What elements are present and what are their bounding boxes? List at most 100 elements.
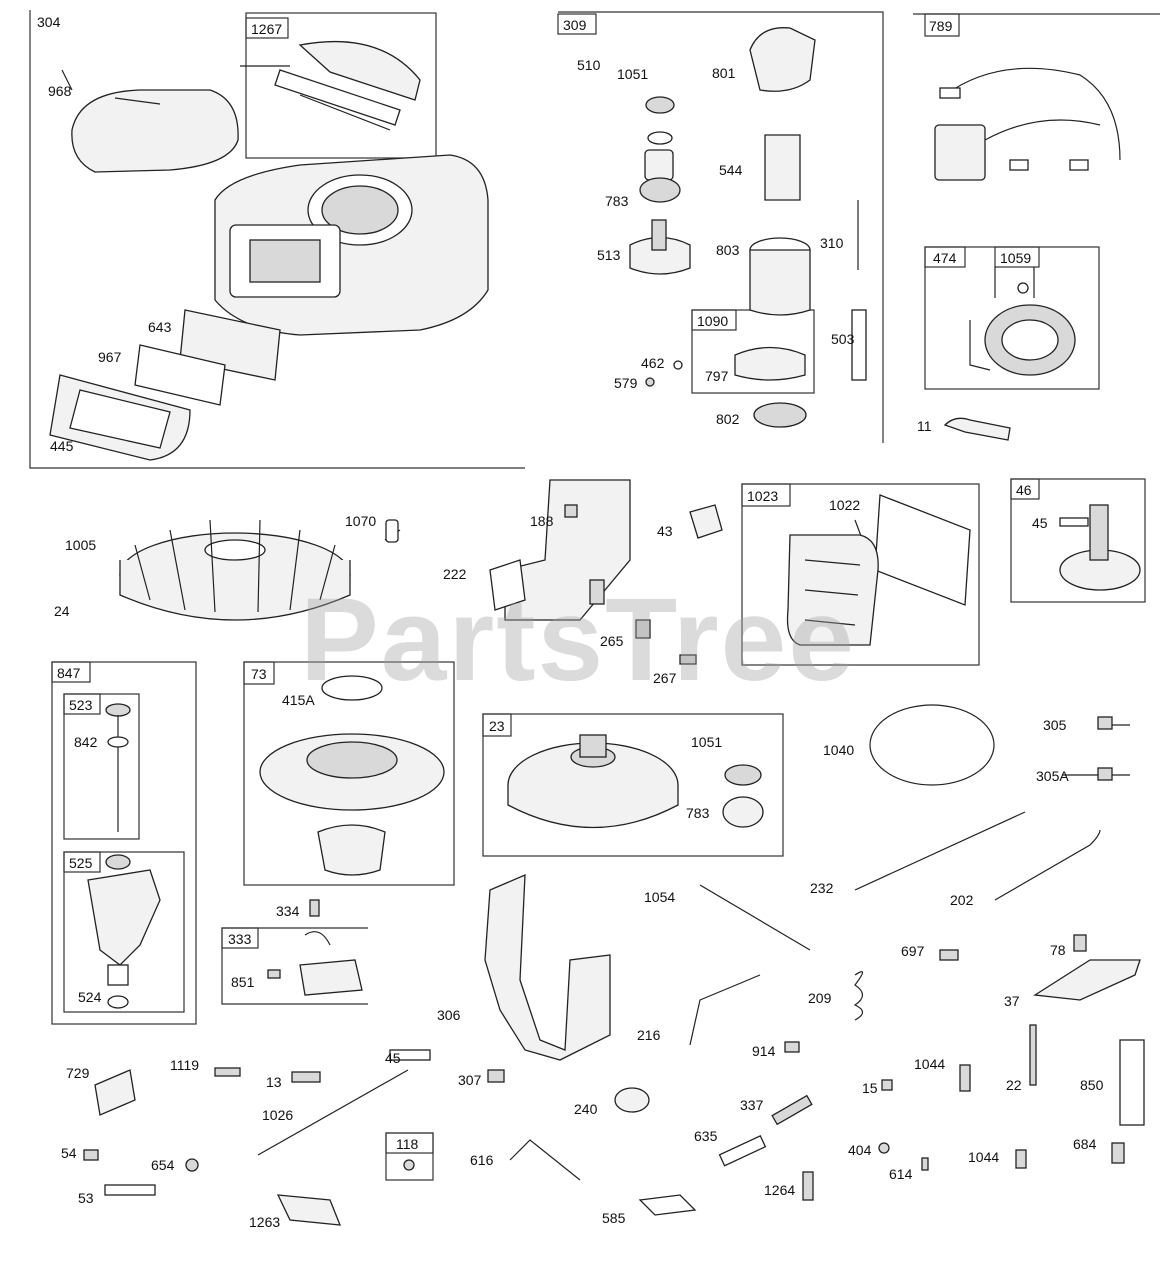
callout-445[interactable]: 445 xyxy=(50,438,74,454)
callout-306[interactable]: 306 xyxy=(437,1007,461,1023)
callout-524[interactable]: 524 xyxy=(78,989,102,1005)
callout-24[interactable]: 24 xyxy=(54,603,70,619)
callout-37[interactable]: 37 xyxy=(1004,993,1020,1009)
group-525-label[interactable]: 525 xyxy=(69,855,93,871)
callout-13[interactable]: 13 xyxy=(266,1074,282,1090)
callout-801[interactable]: 801 xyxy=(712,65,736,81)
group-23-label[interactable]: 23 xyxy=(489,718,505,734)
callout-54[interactable]: 54 xyxy=(61,1145,77,1161)
group-474-label[interactable]: 474 xyxy=(933,250,957,266)
bolt-1070 xyxy=(385,519,399,543)
callout-404[interactable]: 404 xyxy=(848,1142,872,1158)
group-1059-label[interactable]: 1059 xyxy=(1000,250,1032,266)
group-1023-label[interactable]: 1023 xyxy=(747,488,779,504)
callout-1054[interactable]: 1054 xyxy=(644,889,676,905)
callout-1040[interactable]: 1040 xyxy=(823,742,855,758)
callout-188[interactable]: 188 xyxy=(530,513,554,529)
callout-616[interactable]: 616 xyxy=(470,1152,494,1168)
group-46-frame xyxy=(1010,478,1146,603)
group-304-label[interactable]: 304 xyxy=(37,14,61,30)
callout-585[interactable]: 585 xyxy=(602,1210,626,1226)
callout-240[interactable]: 240 xyxy=(574,1101,598,1117)
callout-267[interactable]: 267 xyxy=(653,670,677,686)
callout-310[interactable]: 310 xyxy=(820,235,844,251)
callout-1005[interactable]: 1005 xyxy=(65,537,97,553)
callout-643[interactable]: 643 xyxy=(148,319,172,335)
bracket-729 xyxy=(94,1069,136,1116)
callout-802[interactable]: 802 xyxy=(716,411,740,427)
group-523-label[interactable]: 523 xyxy=(69,697,93,713)
callout-544[interactable]: 544 xyxy=(719,162,743,178)
group-23-frame xyxy=(482,713,784,857)
callout-222[interactable]: 222 xyxy=(443,566,467,582)
callout-78[interactable]: 78 xyxy=(1050,942,1066,958)
clip-265 xyxy=(635,619,651,639)
callout-22[interactable]: 22 xyxy=(1006,1077,1022,1093)
group-1267-label[interactable]: 1267 xyxy=(251,21,283,37)
callout-783-b[interactable]: 783 xyxy=(686,805,710,821)
group-333-label[interactable]: 333 xyxy=(228,931,252,947)
callout-803[interactable]: 803 xyxy=(716,242,740,258)
callout-614[interactable]: 614 xyxy=(889,1166,913,1182)
tube-850 xyxy=(1119,1039,1145,1126)
callout-11[interactable]: 11 xyxy=(917,418,932,434)
callout-15[interactable]: 15 xyxy=(862,1080,878,1096)
callout-45-b[interactable]: 45 xyxy=(385,1050,401,1066)
callout-697[interactable]: 697 xyxy=(901,943,925,959)
callout-967[interactable]: 967 xyxy=(98,349,122,365)
group-309-label[interactable]: 309 xyxy=(563,17,587,33)
callout-729[interactable]: 729 xyxy=(66,1065,90,1081)
callout-232[interactable]: 232 xyxy=(810,880,834,896)
callout-53[interactable]: 53 xyxy=(78,1190,94,1206)
group-847-label[interactable]: 847 xyxy=(57,665,81,681)
callout-202[interactable]: 202 xyxy=(950,892,974,908)
callout-462[interactable]: 462 xyxy=(641,355,665,371)
callout-684[interactable]: 684 xyxy=(1073,1136,1097,1152)
callout-305a[interactable]: 305A xyxy=(1036,768,1069,784)
callout-1026[interactable]: 1026 xyxy=(262,1107,294,1123)
callout-579[interactable]: 579 xyxy=(614,375,638,391)
group-frames xyxy=(29,10,1160,1181)
callout-1044[interactable]: 1044 xyxy=(914,1056,946,1072)
group-46-label[interactable]: 46 xyxy=(1016,482,1032,498)
callout-216[interactable]: 216 xyxy=(637,1027,661,1043)
screw-334 xyxy=(309,899,320,917)
callout-510[interactable]: 510 xyxy=(577,57,601,73)
bolt-1119 xyxy=(214,1067,241,1077)
callout-45[interactable]: 45 xyxy=(1032,515,1048,531)
callout-914[interactable]: 914 xyxy=(752,1043,776,1059)
callout-1263[interactable]: 1263 xyxy=(249,1214,281,1230)
callout-968[interactable]: 968 xyxy=(48,83,72,99)
callout-305[interactable]: 305 xyxy=(1043,717,1067,733)
callout-783[interactable]: 783 xyxy=(605,193,629,209)
group-1090-label[interactable]: 1090 xyxy=(697,313,729,329)
group-789-label[interactable]: 789 xyxy=(929,18,953,34)
bolt-45 xyxy=(389,1049,431,1061)
callout-851[interactable]: 851 xyxy=(231,974,255,990)
callout-415a[interactable]: 415A xyxy=(282,692,315,708)
callout-334[interactable]: 334 xyxy=(276,903,300,919)
callout-1044-b[interactable]: 1044 xyxy=(968,1149,1000,1165)
callout-635[interactable]: 635 xyxy=(694,1128,718,1144)
callout-513[interactable]: 513 xyxy=(597,247,621,263)
callout-337[interactable]: 337 xyxy=(740,1097,764,1113)
callout-850[interactable]: 850 xyxy=(1080,1077,1104,1093)
callout-1264[interactable]: 1264 xyxy=(764,1182,796,1198)
callout-307[interactable]: 307 xyxy=(458,1072,482,1088)
callout-654[interactable]: 654 xyxy=(151,1157,175,1173)
callout-209[interactable]: 209 xyxy=(808,990,832,1006)
callout-43[interactable]: 43 xyxy=(657,523,673,539)
group-118-label[interactable]: 118 xyxy=(396,1136,419,1152)
callout-1051[interactable]: 1051 xyxy=(617,66,649,82)
callout-265[interactable]: 265 xyxy=(600,633,624,649)
callout-1022[interactable]: 1022 xyxy=(829,497,861,513)
callout-1070[interactable]: 1070 xyxy=(345,513,377,529)
group-73-label[interactable]: 73 xyxy=(251,666,267,682)
tie-1054 xyxy=(699,884,811,951)
callout-503[interactable]: 503 xyxy=(831,331,855,347)
callout-797[interactable]: 797 xyxy=(705,368,729,384)
callout-842[interactable]: 842 xyxy=(74,734,98,750)
callout-1051-b[interactable]: 1051 xyxy=(691,734,723,750)
callout-1119[interactable]: 1119 xyxy=(170,1057,200,1073)
